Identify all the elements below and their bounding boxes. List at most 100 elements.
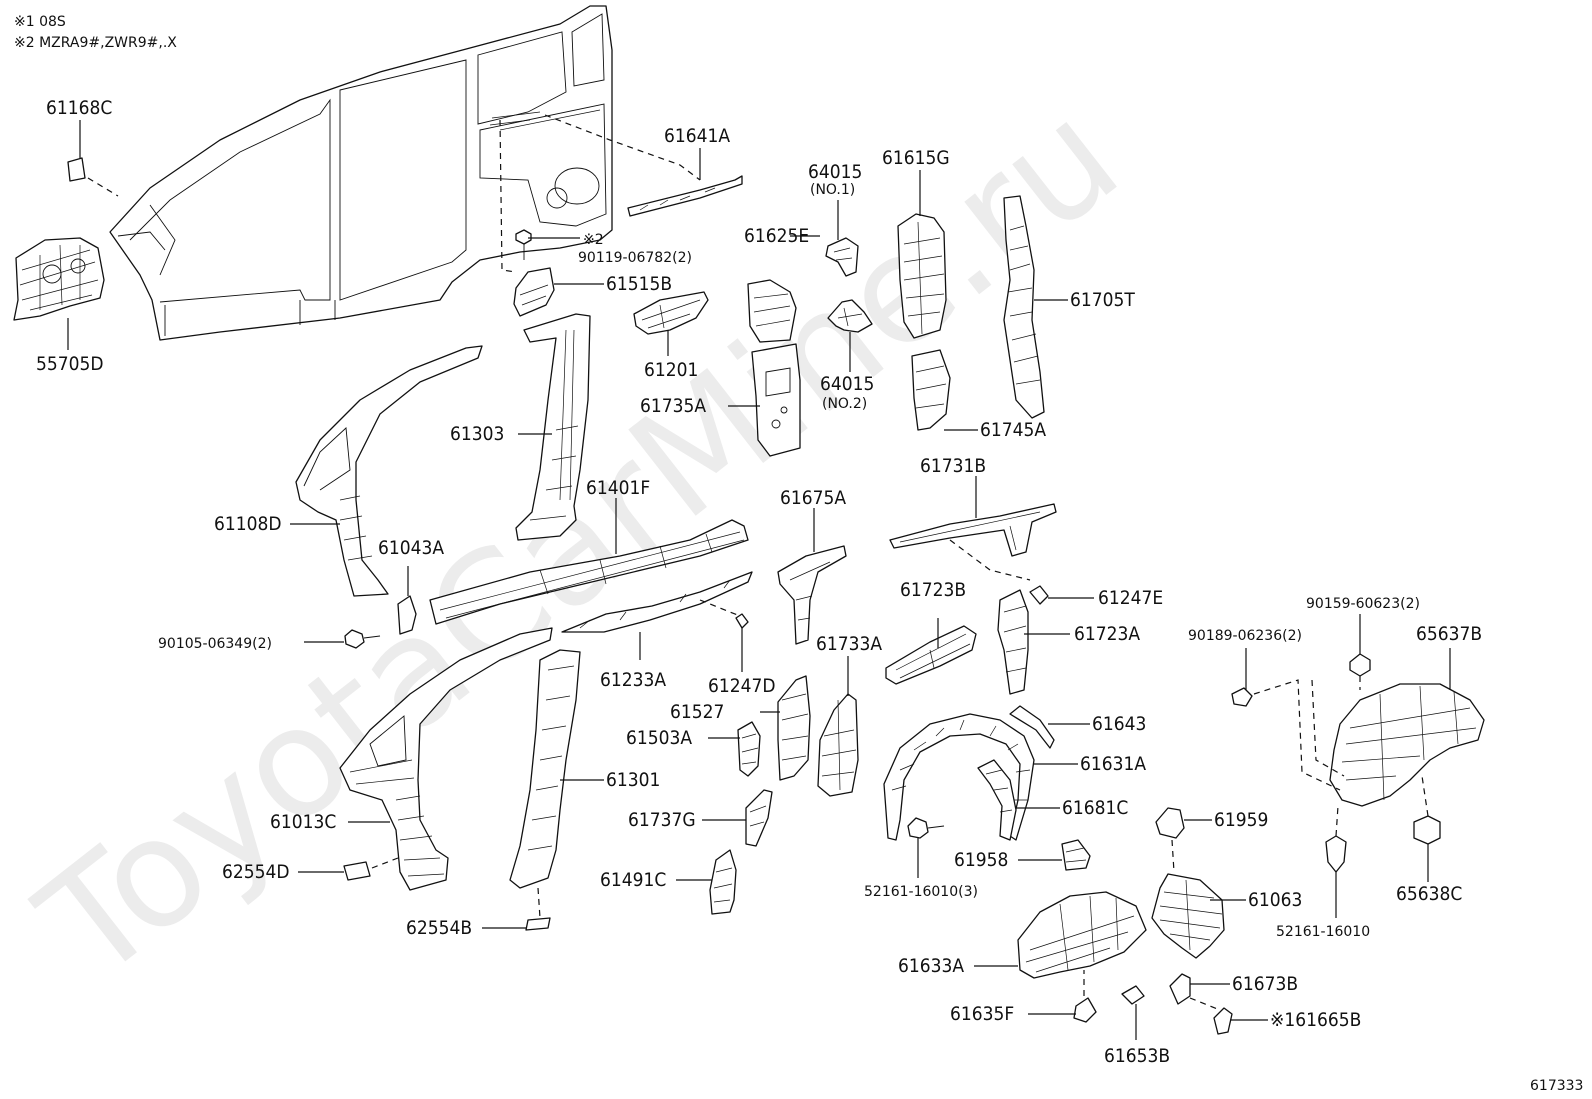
label-90189-06236: 90189-06236(2) (1188, 628, 1302, 644)
leader-lines (67, 120, 1451, 1021)
label-61641A: 61641A (664, 125, 730, 147)
part-65637B-drawing (1329, 683, 1485, 807)
part-61201-drawing (633, 291, 709, 335)
part-61653B-drawing (1121, 985, 1145, 1040)
part-61705T-drawing (1003, 195, 1045, 419)
label-90105-06349: 90105-06349(2) (158, 636, 272, 652)
part-61733A-drawing (817, 693, 859, 797)
side-panel-outer-drawing (109, 5, 613, 341)
label-61731B: 61731B (920, 455, 986, 477)
label-61233A: 61233A (600, 669, 666, 691)
part-61665B-drawing (1189, 997, 1233, 1035)
part-61013C-drawing (339, 627, 553, 891)
label-52161-16010: 52161-16010 (1276, 924, 1370, 940)
label-61503A: 61503A (626, 727, 692, 749)
label-61108D: 61108D (214, 513, 282, 535)
label-55705D: 55705D (36, 353, 104, 375)
part-61958-drawing (1061, 839, 1091, 871)
part-61631A-drawing (883, 713, 1035, 841)
part-62554D-drawing (343, 857, 399, 881)
part-61681C-drawing (977, 759, 1017, 841)
part-61247E-drawing (1029, 585, 1049, 605)
label-61735A: 61735A (640, 395, 706, 417)
part-61401F-drawing (429, 519, 749, 625)
label-61958: 61958 (954, 849, 1008, 871)
part-61108D-drawing (295, 345, 483, 597)
label-65638C: 65638C (1396, 883, 1462, 905)
part-62554B-drawing (525, 887, 551, 931)
label-61625E: 61625E (744, 225, 809, 247)
part-90159-60623-drawing (1349, 653, 1371, 690)
label-61301: 61301 (606, 769, 660, 791)
part-61527-drawing (777, 675, 811, 781)
part-61635F-drawing (1073, 970, 1097, 1023)
label-61733A: 61733A (816, 633, 882, 655)
label-61013C: 61013C (270, 811, 336, 833)
part-61303-drawing (515, 313, 591, 541)
part-61615G-drawing (897, 213, 947, 339)
label-61168C: 61168C (46, 97, 112, 119)
part-61675A-drawing (777, 545, 847, 645)
label-no2: (NO.2) (822, 396, 867, 412)
part-61737G-drawing (745, 789, 773, 847)
part-90189-06236-drawing (1231, 679, 1345, 791)
label-61959: 61959 (1214, 809, 1268, 831)
label-64015-no1: 64015 (808, 161, 862, 183)
label-61635F: 61635F (950, 1003, 1014, 1025)
part-61625E-drawing (747, 279, 797, 343)
part-61959-drawing (1155, 807, 1185, 873)
label-61201: 61201 (644, 359, 698, 381)
part-52161-16010-3-drawing (907, 817, 945, 839)
label-61633A: 61633A (898, 955, 964, 977)
part-61043A-drawing (344, 566, 417, 649)
label-64015-no2: 64015 (820, 373, 874, 395)
part-61633A-drawing (1017, 891, 1147, 979)
part-61723B-drawing (885, 625, 977, 685)
part-61723A-drawing (997, 589, 1029, 695)
label-62554B: 62554B (406, 917, 472, 939)
label-90119-06782: 90119-06782(2) (578, 250, 692, 266)
label-90159-60623: 90159-60623(2) (1306, 596, 1420, 612)
part-61735A-drawing (751, 343, 801, 457)
label-no1: (NO.1) (810, 182, 855, 198)
label-61723A: 61723A (1074, 623, 1140, 645)
part-61168C-drawing (67, 157, 119, 197)
part-61515B-drawing (499, 119, 555, 317)
part-labels: 61168C 55705D 61641A ※2 90119-06782(2) 6… (36, 97, 1482, 1067)
label-mark2: ※2 (583, 232, 604, 248)
label-61527: 61527 (670, 701, 724, 723)
diagram-id: 617333 (1530, 1078, 1583, 1094)
part-55705D-drawing (13, 237, 105, 321)
part-61643-drawing (1009, 705, 1055, 749)
label-61515B: 61515B (606, 273, 672, 295)
part-61745A-drawing (911, 349, 951, 431)
part-61641A-drawing (544, 114, 743, 217)
label-61043A: 61043A (378, 537, 444, 559)
label-61401F: 61401F (586, 477, 650, 499)
label-61653B: 61653B (1104, 1045, 1170, 1067)
label-61745A: 61745A (980, 419, 1046, 441)
label-61491C: 61491C (600, 869, 666, 891)
part-61301-drawing (509, 649, 581, 889)
label-61673B: 61673B (1232, 973, 1298, 995)
part-61491C-drawing (709, 849, 737, 915)
part-52161-16010-drawing (1325, 805, 1347, 873)
part-64015-no2-drawing (827, 299, 873, 333)
part-61731B-drawing (889, 503, 1057, 581)
label-61675A: 61675A (780, 487, 846, 509)
label-61631A: 61631A (1080, 753, 1146, 775)
label-61303: 61303 (450, 423, 504, 445)
label-61705T: 61705T (1070, 289, 1135, 311)
part-61673B-drawing (1169, 973, 1191, 1005)
label-61063: 61063 (1248, 889, 1302, 911)
label-61615G: 61615G (882, 147, 950, 169)
label-61723B: 61723B (900, 579, 966, 601)
label-61643: 61643 (1092, 713, 1146, 735)
label-61247D: 61247D (708, 675, 776, 697)
part-61063-drawing (1151, 873, 1225, 959)
label-62554D: 62554D (222, 861, 290, 883)
note-2: ※2 MZRA9#,ZWR9#,.X (14, 35, 177, 51)
label-61665B: ※161665B (1270, 1009, 1361, 1031)
label-61681C: 61681C (1062, 797, 1128, 819)
